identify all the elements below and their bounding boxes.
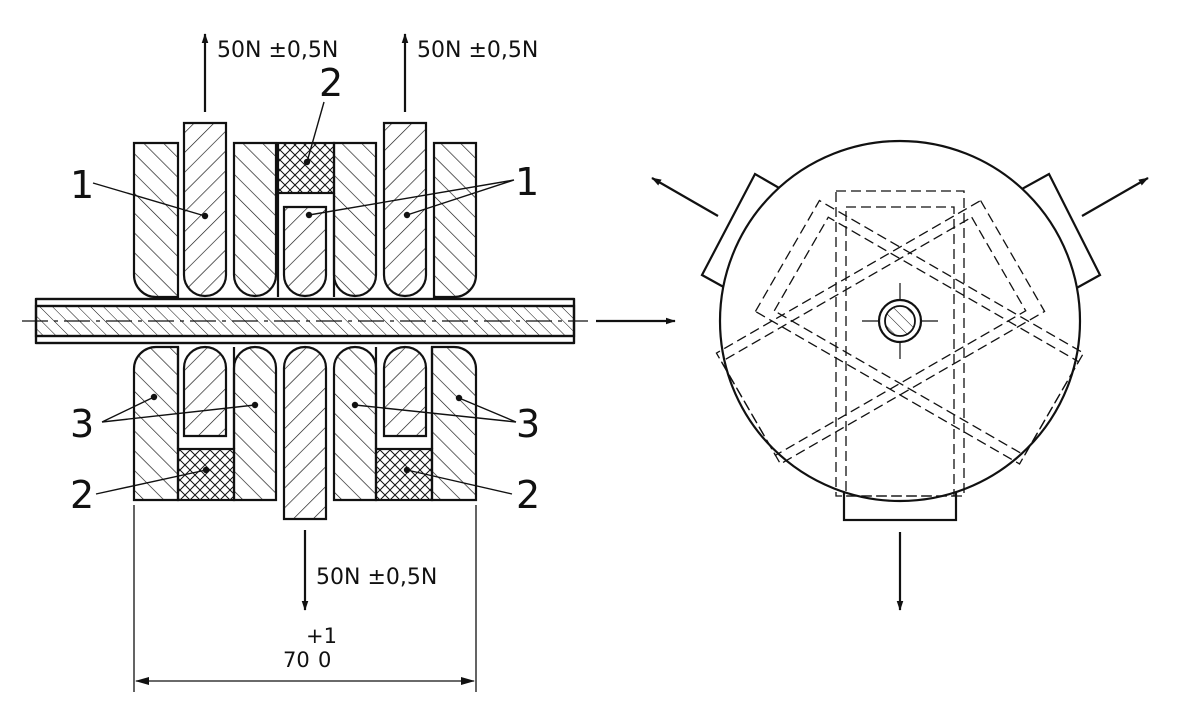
pull-arrow-right (1081, 177, 1149, 217)
upper-slider-right (382, 121, 428, 298)
label-part-2-bottom-left: 2 (70, 473, 94, 517)
label-part-3-left: 3 (70, 402, 94, 446)
leader-lines (92, 101, 517, 495)
section-view (22, 33, 676, 692)
upper-center-cap (276, 141, 336, 298)
upper-block-mid-right (332, 141, 378, 298)
pull-arrow-left (651, 177, 719, 217)
label-part-1-right: 1 (515, 160, 539, 204)
lower-block-mid-right (332, 345, 378, 502)
lower-slider-center (282, 345, 328, 521)
upper-block-left (132, 141, 180, 299)
label-part-1-left: 1 (70, 163, 94, 207)
lower-block-mid-left (232, 345, 278, 502)
lower-cap-left (176, 345, 236, 502)
dimension-value: 70 (283, 648, 310, 672)
front-view (651, 139, 1149, 611)
force-label-left-top: 50N ±0,5N (217, 38, 338, 63)
hidden-outlines (715, 190, 1085, 497)
leader-dots (150, 158, 463, 474)
force-label-right-top: 50N ±0,5N (417, 38, 538, 63)
label-part-2-bottom-right: 2 (516, 473, 540, 517)
lower-cap-right (374, 345, 434, 502)
label-part-2-top: 2 (319, 61, 343, 105)
upper-slider-left (182, 121, 228, 298)
upper-block-right (432, 141, 478, 299)
upper-block-mid-left (232, 141, 278, 298)
label-part-3-right: 3 (516, 402, 540, 446)
force-label-bottom: 50N ±0,5N (316, 565, 437, 590)
dimension (133, 505, 477, 692)
dimension-tolerance-lower: 0 (318, 648, 331, 672)
tube (34, 297, 576, 345)
dimension-tolerance-upper: +1 (306, 624, 337, 648)
lower-block-right (430, 345, 478, 502)
tube-section (862, 283, 938, 359)
